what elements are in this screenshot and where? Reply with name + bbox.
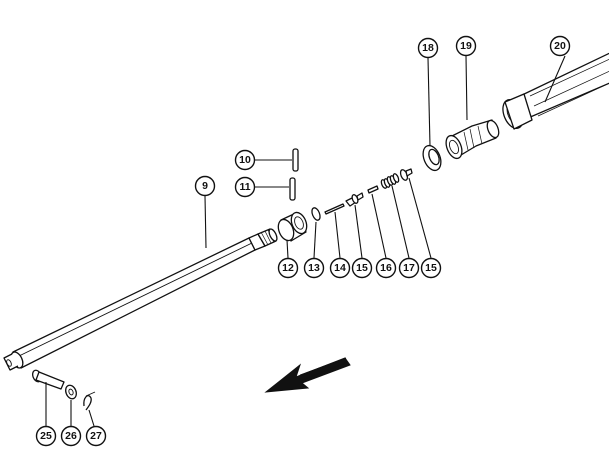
part-13-o-ring [311, 207, 321, 221]
part-25-clevis-pin [32, 369, 65, 390]
callout-25: 25 [35, 425, 57, 447]
svg-text:15: 15 [425, 262, 437, 274]
svg-text:13: 13 [308, 262, 320, 274]
svg-text:25: 25 [40, 430, 52, 442]
svg-text:12: 12 [282, 262, 294, 274]
svg-text:20: 20 [554, 40, 566, 52]
part-18-ring [422, 144, 442, 172]
part-14-rod [324, 203, 345, 215]
direction-arrow [264, 357, 351, 393]
callout-9: 9 [194, 175, 216, 197]
callout-18: 18 [417, 37, 439, 59]
svg-text:16: 16 [380, 262, 392, 274]
callout-20: 20 [549, 35, 571, 57]
part-9-main-shaft [3, 228, 278, 371]
part-12-collar [277, 211, 308, 242]
callout-27: 27 [85, 425, 107, 447]
part-16-small-pin [367, 185, 379, 194]
svg-text:11: 11 [239, 181, 250, 193]
part-10-pin [292, 148, 299, 172]
part-20-barrel-tube [502, 52, 609, 130]
svg-text:26: 26 [65, 430, 77, 442]
leader-lines [45, 55, 566, 427]
part-11-pin [289, 177, 296, 201]
callout-16: 16 [375, 257, 397, 279]
callout-13: 13 [303, 257, 325, 279]
callout-12: 12 [277, 257, 299, 279]
callout-11: 11 [234, 176, 256, 198]
part-15-valve-right [399, 168, 413, 181]
part-17-spring [380, 173, 400, 189]
svg-text:18: 18 [422, 42, 434, 54]
callout-15-right: 15 [420, 257, 442, 279]
svg-text:15: 15 [356, 262, 368, 274]
part-27-cotter-pin [83, 391, 96, 411]
part-26-washer [65, 384, 77, 400]
callout-14: 14 [329, 257, 351, 279]
part-15-valve-left [345, 192, 364, 207]
callout-15-left: 15 [351, 257, 373, 279]
svg-text:17: 17 [403, 262, 415, 274]
svg-text:19: 19 [460, 40, 472, 52]
svg-text:27: 27 [90, 430, 102, 442]
callout-17: 17 [398, 257, 420, 279]
svg-text:10: 10 [239, 154, 251, 166]
svg-text:14: 14 [334, 262, 346, 274]
callout-10: 10 [234, 149, 256, 171]
callout-26: 26 [60, 425, 82, 447]
part-19-coupling-sleeve [445, 119, 500, 160]
callout-19: 19 [455, 35, 477, 57]
svg-text:9: 9 [202, 180, 208, 192]
